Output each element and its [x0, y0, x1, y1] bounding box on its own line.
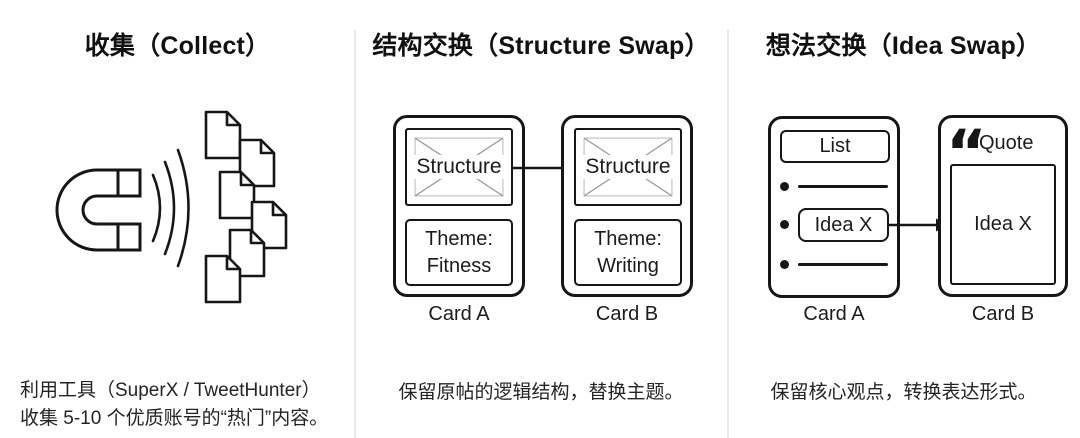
document-stack-icon — [204, 110, 288, 304]
structure-placeholder-box: Structure — [405, 128, 513, 206]
bullet-dot-icon — [780, 260, 789, 269]
idea-box: Idea X — [798, 208, 889, 242]
card-a-label: Card A — [428, 303, 490, 325]
theme-label-line: Theme: — [594, 228, 662, 251]
panel-title: 想法交换（Idea Swap） — [765, 32, 1042, 60]
panel-idea-swap: 想法交换（Idea Swap） List Idea X Card A “ Quo… — [727, 0, 1080, 438]
document-icon — [204, 110, 242, 160]
idea-label: Idea X — [974, 213, 1032, 235]
quote-content-box: Idea X — [950, 164, 1056, 285]
document-icon — [204, 254, 242, 304]
structure-label: Structure — [581, 155, 675, 179]
structure-label: Structure — [412, 155, 506, 179]
bullet-line — [798, 185, 888, 188]
bullet-line — [798, 263, 888, 266]
magnet-documents-illustration — [55, 110, 288, 304]
structure-placeholder-box: Structure — [574, 128, 682, 206]
panel-caption: 利用工具（SuperX / TweetHunter） 收集 5-10 个优质账号… — [20, 377, 345, 433]
attraction-waves-icon — [151, 148, 190, 268]
card-a-label: Card A — [803, 303, 865, 325]
panel-caption: 保留原帖的逻辑结构，替换主题。 — [398, 382, 684, 403]
card-b-label: Card B — [595, 303, 659, 325]
panel-divider — [727, 30, 729, 438]
list-label: List — [819, 135, 851, 157]
magnet-icon — [55, 168, 142, 252]
panel-collect: 收集（Collect） 利用工具（SuperX / T — [0, 0, 355, 438]
idea-label: Idea X — [814, 213, 873, 236]
bullet-dot-icon — [780, 220, 789, 229]
panel-caption: 保留核心观点，转换表达形式。 — [770, 382, 1037, 403]
theme-label-line: Writing — [597, 254, 659, 277]
quote-label: Quote — [979, 132, 1034, 154]
panel-divider — [354, 30, 356, 438]
caption-line: 利用工具（SuperX / TweetHunter） — [20, 380, 321, 401]
panel-structure-swap: 结构交换（Structure Swap） Structure Theme: Fi… — [355, 0, 727, 438]
bullet-dot-icon — [780, 182, 789, 191]
caption-line: 收集 5-10 个优质账号的“热门”内容。 — [20, 408, 329, 429]
theme-box: Theme: Writing — [574, 219, 682, 286]
panel-title: 结构交换（Structure Swap） — [372, 32, 710, 60]
theme-label-line: Fitness — [426, 254, 492, 277]
card-b-label: Card B — [971, 303, 1035, 325]
document-icon — [218, 170, 256, 220]
panel-title: 收集（Collect） — [84, 32, 271, 60]
theme-label-line: Theme: — [425, 228, 493, 251]
list-box: List — [780, 130, 890, 163]
theme-box: Theme: Fitness — [405, 219, 513, 286]
